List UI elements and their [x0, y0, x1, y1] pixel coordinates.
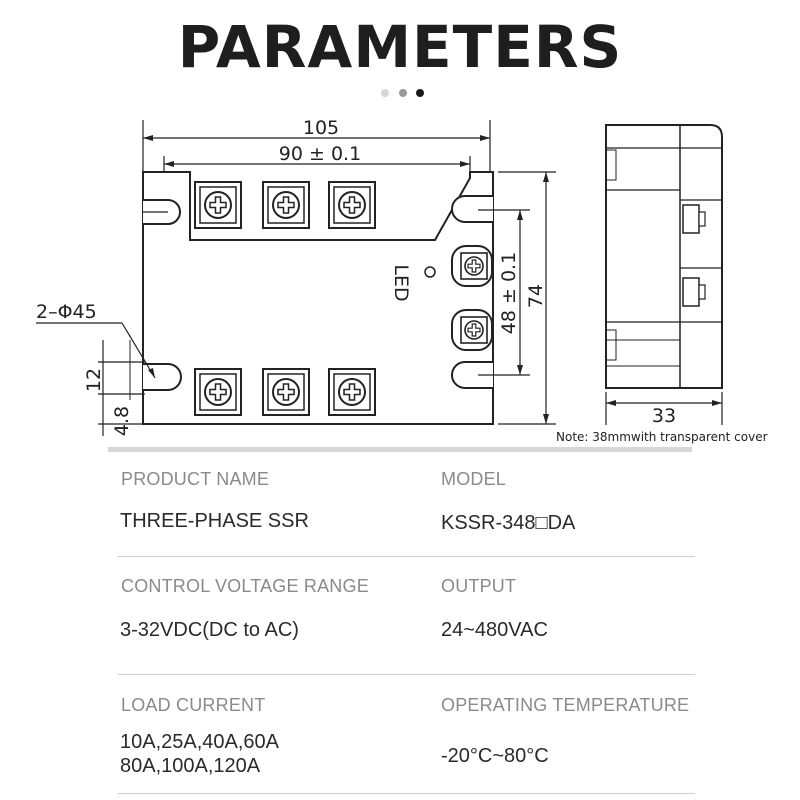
dim-hole-label: 2–Φ45	[36, 301, 97, 323]
spec-value-output: 24~480VAC	[441, 619, 548, 641]
cover-note: Note: 38mmwith transparent cover	[556, 430, 768, 444]
row-divider	[118, 674, 695, 675]
relay-body-top-view: LED	[142, 171, 494, 425]
page-dot-3-active[interactable]	[416, 89, 424, 97]
spec-label-operating-temperature: OPERATING TEMPERATURE	[441, 695, 690, 715]
dimension-drawing: 105 90 ± 0.1 L	[36, 117, 723, 436]
control-terminal-1	[460, 252, 488, 280]
page-dot-1[interactable]	[381, 89, 389, 97]
spec-value-operating-temperature: -20°C~80°C	[441, 745, 549, 767]
dim-hole-spacing-label: 90 ± 0.1	[279, 143, 361, 165]
terminal-bottom-1	[194, 368, 242, 416]
page-title: PARAMETERS	[177, 13, 623, 81]
spec-label-control-voltage: CONTROL VOLTAGE RANGE	[121, 576, 369, 596]
terminal-top-1	[194, 181, 242, 229]
led-label: LED	[390, 264, 412, 301]
terminal-top-3	[328, 181, 376, 229]
spec-label-load-current: LOAD CURRENT	[121, 695, 266, 715]
spec-value-product-name: THREE-PHASE SSR	[120, 510, 309, 532]
row-divider	[118, 556, 695, 557]
dim-left-vertical: 12 4.8	[83, 340, 145, 436]
dim-depth-label: 33	[652, 405, 676, 427]
section-divider	[108, 447, 692, 452]
spec-label-model: MODEL	[441, 469, 507, 489]
dim-vertical-spacing-label: 48 ± 0.1	[498, 252, 520, 334]
terminal-top-2	[262, 181, 310, 229]
dim-48-label: 4.8	[111, 406, 133, 436]
spec-value-model: KSSR-348□DA	[441, 512, 576, 534]
spec-label-output: OUTPUT	[441, 576, 517, 596]
dim-width-total-label: 105	[303, 117, 339, 139]
spec-value-load-current: 10A,25A,40A,60A 80A,100A,120A	[120, 731, 280, 777]
control-terminal-2	[460, 316, 488, 344]
page-dot-2[interactable]	[399, 89, 407, 97]
row-divider	[118, 793, 695, 794]
terminal-bottom-2	[262, 368, 310, 416]
dim-height-total-label: 74	[525, 284, 547, 308]
terminal-bottom-3	[328, 368, 376, 416]
relay-side-view	[605, 124, 723, 389]
dim-width-total: 105	[142, 117, 491, 178]
led-indicator-icon	[424, 266, 436, 278]
dim-12-label: 12	[83, 368, 105, 392]
dim-right-vertical: 48 ± 0.1 74	[478, 171, 556, 425]
spec-value-control-voltage: 3-32VDC(DC to AC)	[120, 619, 299, 641]
spec-label-product-name: PRODUCT NAME	[121, 469, 270, 489]
dim-mounting-hole: 2–Φ45	[36, 301, 156, 379]
dim-depth: 33	[605, 392, 723, 427]
